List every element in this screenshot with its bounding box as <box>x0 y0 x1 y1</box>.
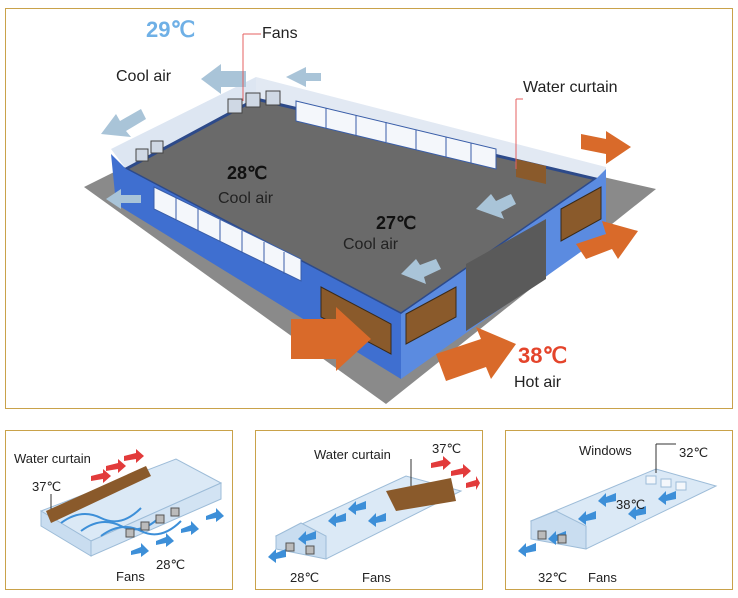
back-wall-left <box>111 77 256 169</box>
water-curtain-back <box>516 159 546 184</box>
panel2-hot-arrows <box>431 456 480 490</box>
panel3-windows-label: Windows <box>579 443 632 458</box>
panel3-fans <box>537 530 567 544</box>
panel2-airflow-arrows <box>268 501 386 563</box>
water-curtain-label: Water curtain <box>523 79 618 96</box>
panel2-svg: Water curtain 37℃ 28℃ Fans <box>268 441 480 585</box>
panel2-fans-label: Fans <box>362 570 391 585</box>
panel1-fans <box>125 507 180 538</box>
panel-windows: Windows 32℃ 38℃ 32℃ Fans <box>505 430 733 590</box>
back-wall-right <box>256 77 606 184</box>
cool-air-label-1: Cool air <box>218 190 274 207</box>
front-left-brown-windows <box>320 286 392 355</box>
panel3-airflow-arrows <box>518 491 676 557</box>
large-door <box>466 219 546 331</box>
panel1-temp-out: 28℃ <box>156 557 185 572</box>
panel1-out-arrows <box>131 508 224 557</box>
fans-back <box>135 90 281 162</box>
cool-air-arrows <box>101 64 516 284</box>
front-right-brown-windows <box>405 186 602 345</box>
hot-temp: 38℃ <box>518 343 567 368</box>
panel1-fans-label: Fans <box>116 569 145 584</box>
panel3-windows <box>645 475 687 491</box>
outside-cool-temp: 29℃ <box>146 17 195 42</box>
fans-label: Fans <box>262 25 298 42</box>
panel3-temp-mid: 38℃ <box>616 497 645 512</box>
panel2-fans <box>285 542 315 555</box>
panel-water-curtain-short: Water curtain 37℃ 28℃ Fans <box>255 430 483 590</box>
cool-air-label-2: Cool air <box>343 236 399 253</box>
panel1-temp-in: 37℃ <box>32 479 61 494</box>
hot-air-label: Hot air <box>514 374 562 391</box>
panel3-temp-out: 32℃ <box>538 570 567 585</box>
main-diagram-panel: 29℃ Fans Cool air Water curtain 28℃ Cool… <box>5 8 733 409</box>
panel1-water-curtain-label: Water curtain <box>14 451 91 466</box>
panel3-temp-top: 32℃ <box>679 445 708 460</box>
inside-temp-1: 28℃ <box>227 163 267 183</box>
front-left-windows <box>153 186 302 282</box>
panel1-svg: Water curtain 37℃ 28℃ Fans <box>14 449 224 584</box>
panel2-temp-in: 37℃ <box>432 441 461 456</box>
panel2-temp-out: 28℃ <box>290 570 319 585</box>
back-windows <box>295 100 497 170</box>
inside-temp-2: 27℃ <box>376 213 416 233</box>
panel1-hot-arrows <box>91 449 144 483</box>
panel3-svg: Windows 32℃ 38℃ 32℃ Fans <box>518 443 718 585</box>
panel3-fans-label: Fans <box>588 570 617 585</box>
panel-water-curtain-long: Water curtain 37℃ 28℃ Fans <box>5 430 233 590</box>
hot-air-arrows <box>291 131 638 381</box>
cool-air-left-label: Cool air <box>116 68 172 85</box>
main-diagram-svg: 29℃ Fans Cool air Water curtain 28℃ Cool… <box>84 17 656 404</box>
panel2-water-curtain-label: Water curtain <box>314 447 391 462</box>
panel2-water-curtain <box>386 478 456 511</box>
panel1-water-curtain <box>46 466 151 523</box>
